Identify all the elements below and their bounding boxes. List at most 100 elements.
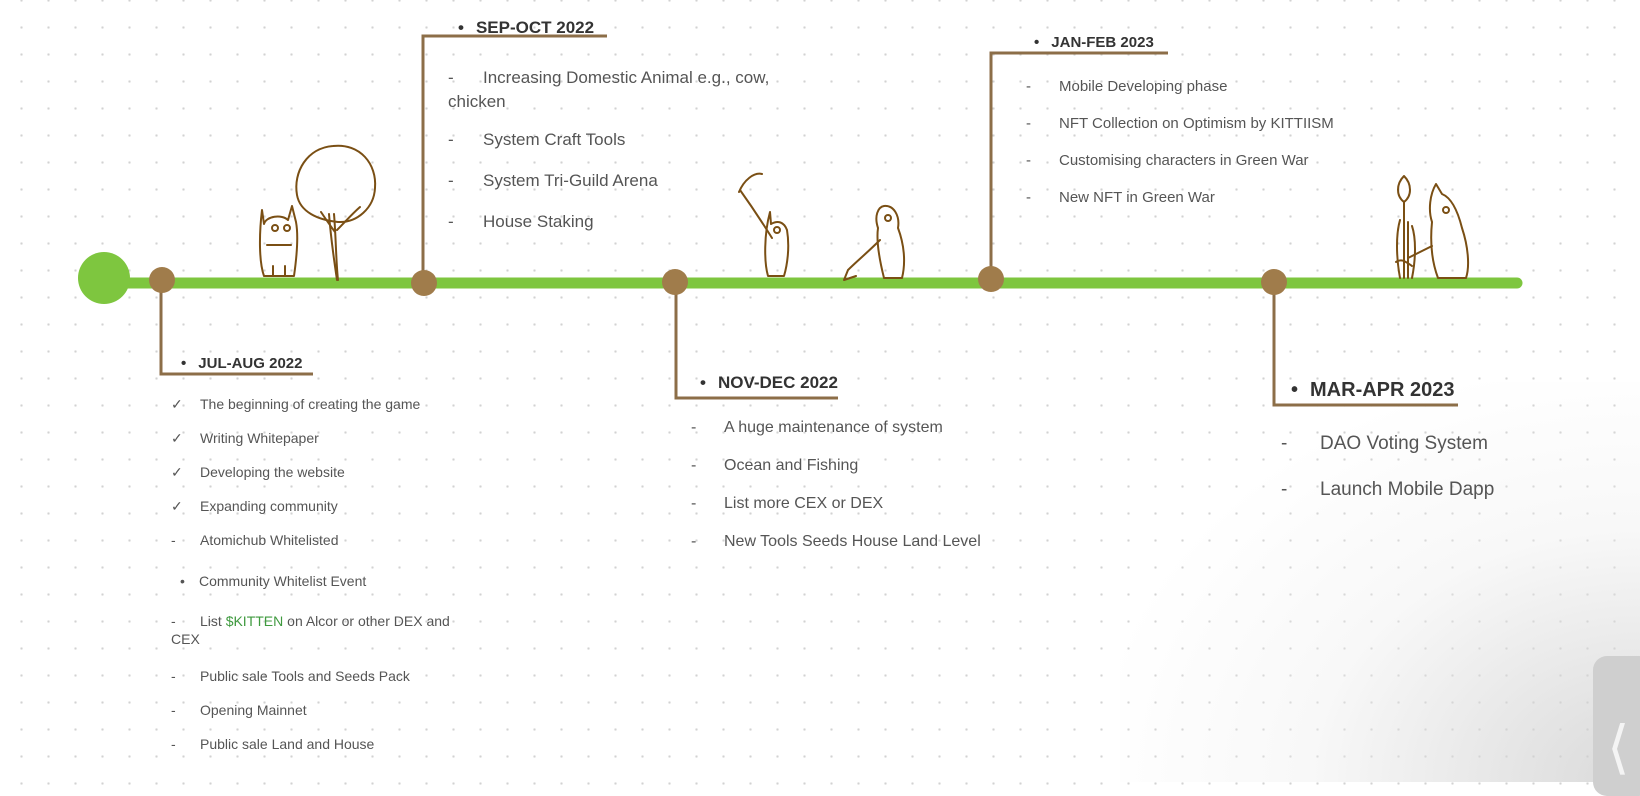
item-text: Increasing Domestic Animal e.g., cow, xyxy=(483,68,770,87)
milestone-list-nov-dec: - A huge maintenance of system - Ocean and… xyxy=(691,419,981,571)
item-text-before: List xyxy=(200,613,226,629)
item-text: House Staking xyxy=(483,212,594,231)
list-item: ✓ The beginning of creating the game xyxy=(171,396,450,430)
check-icon: ✓ xyxy=(171,396,183,412)
list-item: -Launch Mobile Dapp xyxy=(1281,479,1494,525)
list-item: - Public sale Land and House xyxy=(171,736,450,770)
dash-marker: - xyxy=(448,68,454,87)
item-text-continuation: CEX xyxy=(171,631,200,647)
dash-marker: - xyxy=(1026,152,1031,169)
milestone-list-sep-oct: - Increasing Domestic Animal e.g., cow, ch… xyxy=(448,66,769,253)
dash-marker: - xyxy=(1281,433,1288,454)
item-text: Ocean and Fishing xyxy=(724,457,859,474)
milestone-title-label: NOV-DEC 2022 xyxy=(717,373,838,392)
item-text: Developing the website xyxy=(200,464,345,480)
kitten-token-link[interactable]: $KITTEN xyxy=(225,613,284,629)
item-text: System Craft Tools xyxy=(483,130,626,149)
node-mar-apr xyxy=(1261,269,1287,295)
list-item: - A huge maintenance of system xyxy=(691,419,981,457)
item-text-after: on Alcor or other DEX and xyxy=(283,613,450,629)
milestone-title-label: JUL-AUG 2022 xyxy=(198,355,303,372)
list-item: - Customising characters in Green War xyxy=(1026,152,1334,189)
cat-digging-icon xyxy=(843,204,906,281)
item-text: The beginning of creating the game xyxy=(200,396,421,412)
dash-marker: - xyxy=(448,130,454,149)
list-item: ✓ Writing Whitepaper xyxy=(171,430,450,464)
item-text: System Tri-Guild Arena xyxy=(483,171,658,190)
list-item: - Public sale Tools and Seeds Pack xyxy=(171,668,450,702)
item-text: Customising characters in Green War xyxy=(1059,152,1309,169)
item-text: Public sale Land and House xyxy=(200,736,375,752)
item-text: Atomichub Whitelisted xyxy=(200,532,339,548)
milestone-list-mar-apr: -DAO Voting System -Launch Mobile Dapp xyxy=(1281,433,1494,525)
dash-marker: - xyxy=(171,613,176,629)
title-bullet: • xyxy=(458,18,464,37)
node-sep-oct xyxy=(411,270,437,296)
list-item: - System Tri-Guild Arena xyxy=(448,171,769,212)
dash-marker: - xyxy=(171,702,176,718)
item-text: Mobile Developing phase xyxy=(1059,78,1228,95)
milestone-title-mar-apr: • MAR-APR 2023 xyxy=(1291,379,1455,402)
list-item: • Community Whitelist Event xyxy=(171,573,450,613)
milestone-title-label: MAR-APR 2023 xyxy=(1310,379,1455,401)
dash-marker: - xyxy=(691,495,697,512)
dash-marker: - xyxy=(1026,115,1031,132)
title-bullet: • xyxy=(700,373,706,392)
item-text: New Tools Seeds House Land Level xyxy=(724,533,981,550)
check-icon: ✓ xyxy=(171,430,183,446)
tree-icon xyxy=(295,144,377,281)
dash-marker: - xyxy=(691,457,697,474)
dash-marker: - xyxy=(171,668,176,684)
dash-marker: - xyxy=(171,736,176,752)
dash-marker: - xyxy=(1026,189,1031,206)
list-item: - Opening Mainnet xyxy=(171,702,450,736)
dash-marker: - xyxy=(171,532,176,548)
title-bullet: • xyxy=(1034,34,1040,51)
list-item: -House Staking xyxy=(448,212,769,253)
milestone-title-jul-aug: • JUL-AUG 2022 xyxy=(181,355,302,372)
title-bullet: • xyxy=(1291,379,1299,401)
item-text: Public sale Tools and Seeds Pack xyxy=(200,668,410,684)
milestone-title-label: SEP-OCT 2022 xyxy=(475,18,595,37)
cat-icon xyxy=(258,205,299,277)
chevron-left-icon: ⟨ xyxy=(1607,713,1630,781)
list-item: ✓Expanding community xyxy=(171,498,450,532)
item-text-continuation: chicken xyxy=(448,92,506,111)
list-item: ✓ Developing the website xyxy=(171,464,450,498)
title-bullet: • xyxy=(181,355,187,372)
item-text: Opening Mainnet xyxy=(200,702,307,718)
item-text: Community Whitelist Event xyxy=(199,573,367,589)
timeline-start-node xyxy=(78,252,130,304)
list-item: -List more CEX or DEX xyxy=(691,495,981,533)
list-item: - New NFT in Green War xyxy=(1026,189,1334,226)
dash-marker: - xyxy=(691,419,697,436)
list-item: - New Tools Seeds House Land Level xyxy=(691,533,981,571)
item-text: New NFT in Green War xyxy=(1059,189,1215,206)
milestone-title-sep-oct: • SEP-OCT 2022 xyxy=(458,18,594,38)
connector-sep-oct xyxy=(421,34,607,283)
item-text: A huge maintenance of system xyxy=(724,419,943,436)
connector-nov-dec xyxy=(674,283,838,400)
side-panel-toggle-button[interactable]: ⟨ xyxy=(1593,656,1640,796)
list-item: - Atomichub Whitelisted xyxy=(171,532,450,573)
dash-marker: - xyxy=(448,171,454,190)
item-text: Writing Whitepaper xyxy=(200,430,319,446)
dash-marker: - xyxy=(691,533,697,550)
node-jul-aug xyxy=(149,267,175,293)
list-item: - System Craft Tools xyxy=(448,130,769,171)
list-item: - Ocean and Fishing xyxy=(691,457,981,495)
check-icon: ✓ xyxy=(171,464,183,480)
item-text: Launch Mobile Dapp xyxy=(1320,479,1495,500)
list-item: -Mobile Developing phase xyxy=(1026,78,1334,115)
connector-jan-feb xyxy=(989,51,1168,280)
list-item: - Increasing Domestic Animal e.g., cow, ch… xyxy=(448,66,769,130)
list-item: -NFT Collection on Optimism by KITTIISM xyxy=(1026,115,1334,152)
bullet-marker: • xyxy=(180,573,185,589)
cat-with-plant-icon xyxy=(1395,175,1470,279)
milestone-list-jul-aug: ✓ The beginning of creating the game ✓ Wri… xyxy=(171,396,450,770)
milestone-title-jan-feb: •JAN-FEB 2023 xyxy=(1034,34,1154,51)
list-item: -DAO Voting System xyxy=(1281,433,1494,479)
node-nov-dec xyxy=(662,269,688,295)
